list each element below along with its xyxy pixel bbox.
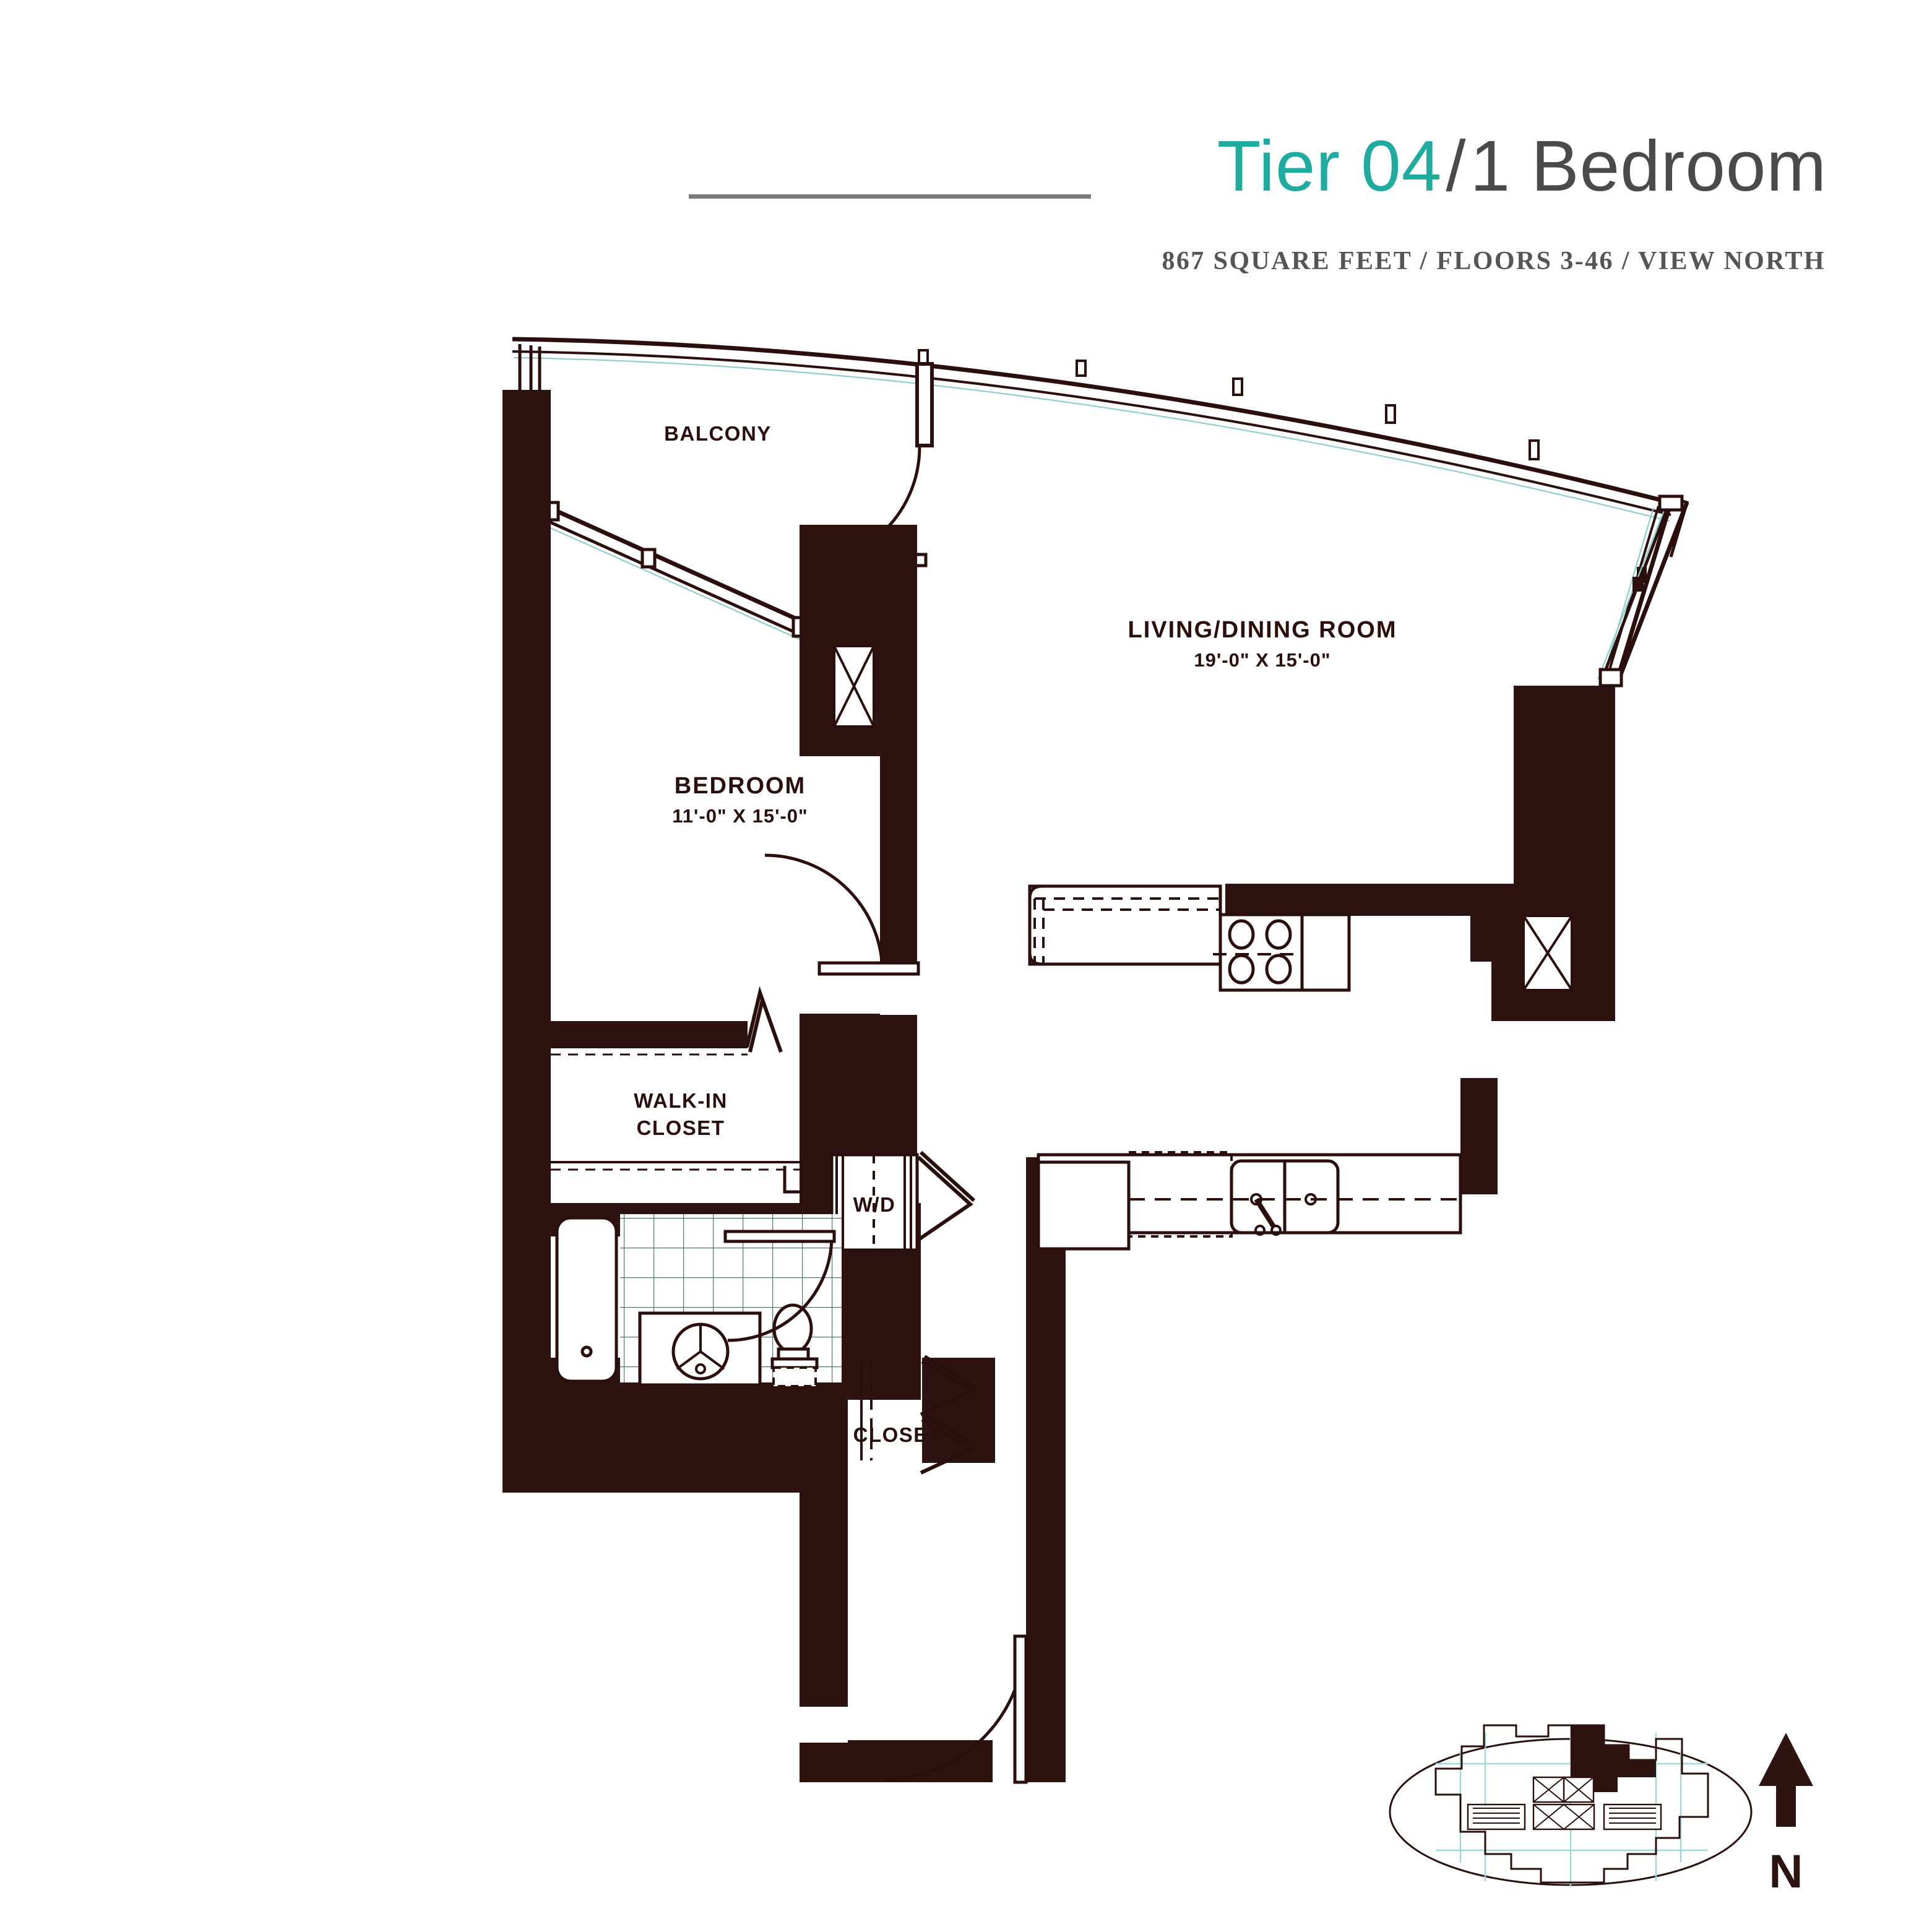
room-label-balcony: BALCONY <box>664 422 772 445</box>
title-separator: / <box>1446 126 1467 206</box>
wall-openings <box>800 974 917 1743</box>
page-title: Tier 04/1 Bedroom <box>1217 130 1827 202</box>
bedroom-door <box>764 853 920 976</box>
entry-door <box>884 1634 1028 1784</box>
bathroom <box>555 1214 842 1387</box>
kitchen <box>1028 884 1462 1251</box>
entry-closet <box>860 1355 977 1475</box>
washer-dryer-bifold-door <box>916 1150 976 1241</box>
room-label-bedroom: BEDROOM <box>675 773 806 799</box>
compass-letter: N <box>1769 1845 1803 1898</box>
structural-walls <box>502 390 1615 1782</box>
north-arrow-icon <box>1759 1733 1813 1827</box>
washer-dryer-unit <box>830 1153 919 1252</box>
room-dim-bedroom: 11'-0" X 15'-0" <box>672 805 808 827</box>
structural-column-kitchen <box>1522 915 1573 991</box>
compass-north: N <box>1759 1733 1813 1898</box>
balcony-railing <box>512 337 1689 676</box>
unit-type-label: 1 Bedroom <box>1470 126 1827 206</box>
room-label-walkin-closet-line1: WALK-IN <box>634 1089 728 1112</box>
walkin-closet-shelving <box>551 1046 803 1203</box>
key-plan <box>1389 1724 1753 1887</box>
living-room-glass-wall <box>1597 494 1689 688</box>
room-label-living-dining: LIVING/DINING ROOM <box>1128 617 1397 643</box>
balcony-glass-wall <box>541 501 817 646</box>
tier-label: Tier 04 <box>1217 126 1443 206</box>
key-plan-highlighted-unit <box>1571 1725 1656 1792</box>
structural-column-bedroom <box>833 645 875 728</box>
walkin-closet-bifold-door <box>745 986 783 1053</box>
room-label-washer-dryer: W/D <box>853 1193 896 1216</box>
room-label-walkin-closet-line2: CLOSET <box>637 1116 725 1139</box>
room-dim-living-dining: 19'-0" X 15'-0" <box>1194 649 1330 671</box>
header-rule <box>689 194 1091 199</box>
room-label-closet: CLOSET <box>853 1423 942 1446</box>
page-header: Tier 04/1 Bedroom 867 SQUARE FEET / FLOO… <box>0 0 1932 322</box>
unit-details-subtitle: 867 SQUARE FEET / FLOORS 3-46 / VIEW NOR… <box>1162 247 1826 275</box>
